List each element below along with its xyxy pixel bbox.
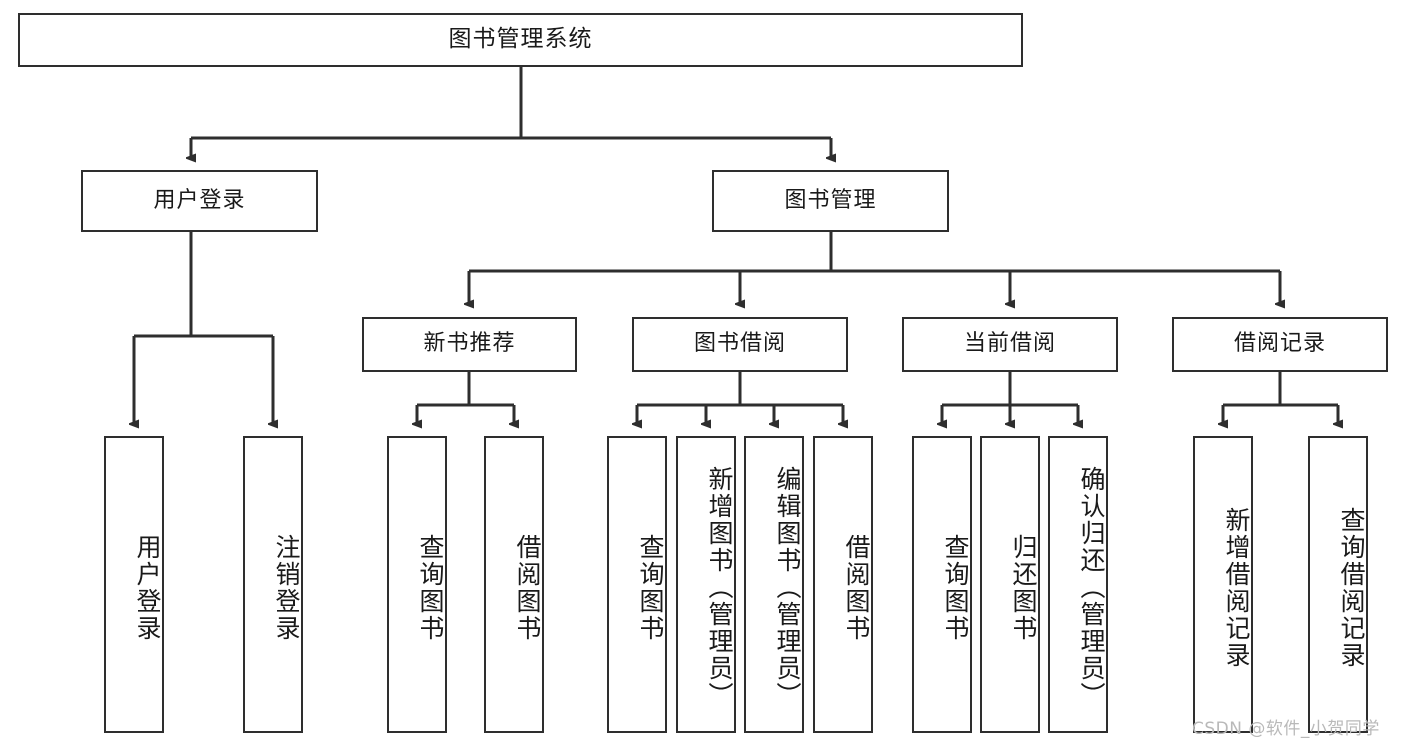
node-label: 借阅图书	[513, 533, 542, 642]
node-label: 注销登录	[272, 533, 301, 642]
leaf-query-book-current[interactable]: 查询图书	[912, 436, 972, 733]
leaf-confirm-return[interactable]: 确认归还（管理员）	[1048, 436, 1108, 733]
node-label: 新增图书（管理员）	[705, 466, 734, 709]
node-new-book-recommend[interactable]: 新书推荐	[362, 317, 577, 372]
node-label: 图书管理系统	[448, 26, 593, 53]
node-root-system[interactable]: 图书管理系统	[18, 13, 1023, 67]
leaf-query-book-recommend[interactable]: 查询图书	[387, 436, 447, 733]
node-label: 查询借阅记录	[1337, 506, 1366, 669]
node-book-manage[interactable]: 图书管理	[712, 170, 949, 232]
node-label: 查询图书	[941, 533, 970, 642]
node-label: 图书管理	[784, 187, 877, 213]
leaf-borrow-book[interactable]: 借阅图书	[813, 436, 873, 733]
node-current-borrow[interactable]: 当前借阅	[902, 317, 1118, 372]
node-book-borrow[interactable]: 图书借阅	[632, 317, 848, 372]
node-label: 当前借阅	[963, 331, 1056, 357]
node-label: 图书借阅	[693, 331, 786, 357]
node-label: 编辑图书（管理员）	[773, 466, 802, 709]
node-label: 借阅图书	[842, 533, 871, 642]
node-label: 归还图书	[1009, 533, 1038, 642]
node-user-login[interactable]: 用户登录	[81, 170, 318, 232]
csdn-watermark: CSDN @软件_小贺同学	[1192, 719, 1380, 739]
node-borrow-record[interactable]: 借阅记录	[1172, 317, 1388, 372]
leaf-query-book-borrow[interactable]: 查询图书	[607, 436, 667, 733]
leaf-add-book[interactable]: 新增图书（管理员）	[676, 436, 736, 733]
node-label: 查询图书	[416, 533, 445, 642]
node-label: 确认归还（管理员）	[1077, 466, 1106, 709]
leaf-query-borrow-record[interactable]: 查询借阅记录	[1308, 436, 1368, 733]
leaf-return-book[interactable]: 归还图书	[980, 436, 1040, 733]
node-label: 新书推荐	[423, 331, 516, 357]
leaf-borrow-book-recommend[interactable]: 借阅图书	[484, 436, 544, 733]
node-label: 查询图书	[636, 533, 665, 642]
leaf-edit-book[interactable]: 编辑图书（管理员）	[744, 436, 804, 733]
leaf-logout-login[interactable]: 注销登录	[243, 436, 303, 733]
node-label: 借阅记录	[1233, 331, 1326, 357]
leaf-user-login[interactable]: 用户登录	[104, 436, 164, 733]
node-label: 新增借阅记录	[1222, 506, 1251, 669]
node-label: 用户登录	[153, 187, 246, 213]
node-label: 用户登录	[133, 533, 162, 642]
leaf-add-borrow-record[interactable]: 新增借阅记录	[1193, 436, 1253, 733]
